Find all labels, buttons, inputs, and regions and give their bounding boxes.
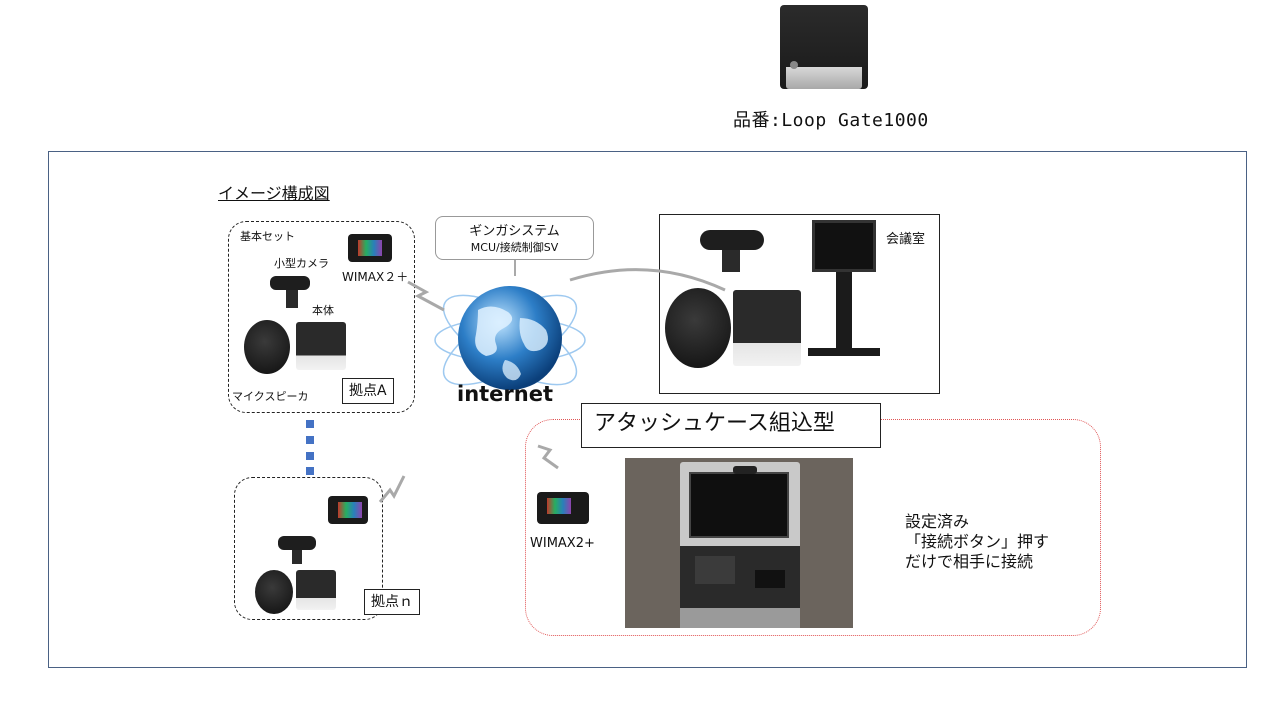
product-unit-image	[780, 5, 868, 89]
router-image	[328, 496, 368, 524]
speaker-image	[665, 288, 731, 368]
router-image	[537, 492, 589, 524]
main-unit-label: 本体	[312, 304, 334, 317]
camera-stand	[286, 290, 298, 308]
speaker-image	[255, 570, 293, 614]
small-camera-label: 小型カメラ	[274, 257, 329, 270]
ginga-title: ギンガシステム	[469, 224, 560, 239]
product-caption: 品番:Loop Gate1000	[733, 110, 929, 131]
monitor-stand-base	[808, 348, 880, 356]
conference-room-box	[659, 214, 940, 394]
main-unit-image	[296, 322, 346, 370]
diagram-title: イメージ構成図	[218, 184, 330, 203]
attache-router-label: WIMAX2+	[530, 536, 595, 551]
main-unit-image	[296, 570, 336, 610]
wireless-signal-icon	[537, 444, 559, 470]
router-image	[348, 234, 392, 262]
internet-label: internet	[457, 382, 554, 406]
site-a-router-label: WIMAX２＋	[342, 270, 409, 284]
note-line: だけで相手に接続	[905, 552, 1034, 571]
site-a-tag: 拠点A	[342, 378, 394, 404]
basic-set-label: 基本セット	[240, 230, 295, 243]
site-link-dots	[306, 420, 314, 475]
note-line: 「接続ボタン」押す	[905, 532, 1050, 551]
camera-image	[270, 276, 310, 290]
camera-image	[278, 536, 316, 550]
attache-note: 設定済み 「接続ボタン」押す だけで相手に接続	[905, 512, 1049, 572]
monitor-stand	[836, 272, 852, 352]
site-n-tag: 拠点ｎ	[364, 589, 420, 615]
camera-stand	[292, 550, 302, 564]
diagram-frame	[48, 151, 1247, 668]
internet-globe-icon	[434, 286, 586, 390]
monitor-image	[812, 220, 876, 272]
site-n-group	[234, 477, 383, 620]
speaker-image	[244, 320, 290, 374]
attache-case-photo	[625, 458, 853, 628]
camera-image	[700, 230, 764, 250]
note-line: 設定済み	[905, 512, 970, 531]
wireless-signal-icon	[407, 280, 445, 312]
camera-stand	[722, 250, 740, 272]
mic-speaker-label: マイクスピーカ	[232, 390, 309, 403]
main-unit-image	[733, 290, 801, 366]
ginga-subtitle: MCU/接続制御SV	[470, 241, 559, 254]
ginga-system-box: ギンガシステム MCU/接続制御SV	[435, 216, 594, 260]
attache-title: アタッシュケース組込型	[581, 403, 881, 448]
conference-room-label: 会議室	[886, 232, 926, 247]
connection-line	[569, 268, 726, 292]
site-a-group	[228, 221, 415, 413]
wireless-signal-icon	[378, 475, 406, 503]
